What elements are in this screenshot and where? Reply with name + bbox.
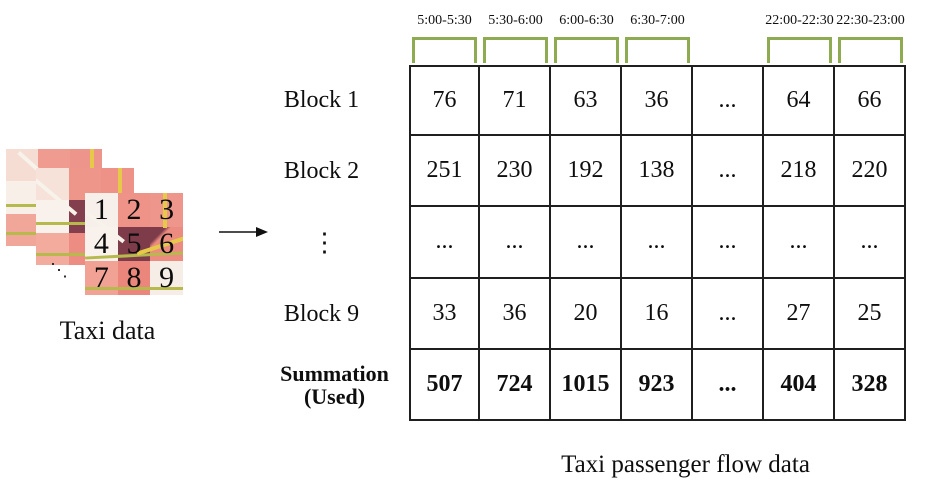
table-cell: 724: [480, 349, 551, 421]
time-header-2: 5:30-6:00: [488, 13, 543, 28]
column-bracket: [764, 37, 835, 64]
stack-ellipsis: ⋱: [50, 260, 69, 280]
table-cell: 33: [409, 278, 480, 350]
table-cell: 1015: [551, 349, 622, 421]
table-cell: 36: [622, 65, 693, 137]
column-bracket: [622, 37, 693, 64]
column-bracket: [409, 37, 480, 64]
table-cell: 230: [480, 136, 551, 208]
table-cell: ...: [693, 65, 764, 137]
time-header-1: 5:00-5:30: [417, 13, 472, 28]
table-cell: 63: [551, 65, 622, 137]
block-number: 9: [159, 261, 175, 294]
map-tile: [36, 232, 69, 265]
time-header-7: 22:30-23:00: [836, 13, 905, 28]
row-label-ellipsis: ⋮: [311, 227, 338, 257]
table-cell: 66: [835, 65, 906, 137]
table-cell: 27: [764, 278, 835, 350]
table-cell: 923: [622, 349, 693, 421]
time-header-row: 5:00-5:30 5:30-6:00 6:00-6:30 6:30-7:00 …: [409, 10, 906, 32]
block-number: 7: [93, 261, 109, 294]
taxi-data-caption: Taxi data: [59, 316, 156, 345]
map-road-line: [90, 149, 95, 171]
time-header-5: [693, 10, 764, 32]
table-cell: ...: [551, 207, 622, 279]
map-road-line: [163, 193, 168, 228]
block-number: 4: [93, 227, 109, 260]
column-bracket: [480, 37, 551, 64]
block-number: 3: [159, 193, 175, 226]
row-label-block-2: Block 2: [283, 158, 360, 185]
block-number: 6: [159, 227, 175, 260]
table-cell: ...: [764, 207, 835, 279]
table-cell: 36: [480, 278, 551, 350]
time-header-4: 6:30-7:00: [630, 13, 685, 28]
table-cell: ...: [835, 207, 906, 279]
row-label-block-1: Block 1: [283, 87, 360, 114]
table-cell: 16: [622, 278, 693, 350]
block-number: 8: [126, 261, 142, 294]
table-cell: 20: [551, 278, 622, 350]
table-cell: 64: [764, 65, 835, 137]
table-cell: 404: [764, 349, 835, 421]
map-tile: [6, 181, 38, 214]
map-road-line: [85, 286, 183, 290]
table-caption: Taxi passenger flow data: [561, 451, 810, 478]
row-label-block-9: Block 9: [283, 300, 360, 327]
time-header-6: 22:00-22:30: [765, 13, 834, 28]
map-tile: [117, 193, 151, 227]
table-cell: ...: [693, 349, 764, 421]
time-header-3: 6:00-6:30: [559, 13, 614, 28]
flow-table: Block 1 76 71 63 36 ... 64 66 Block 2 25…: [264, 65, 906, 421]
table-cell: ...: [693, 278, 764, 350]
map-layer-front: 1 2 3 4 5 6 7 8 9: [85, 193, 183, 295]
table-cell: 251: [409, 136, 480, 208]
table-cell: ...: [480, 207, 551, 279]
table-cell: 220: [835, 136, 906, 208]
map-tile: [6, 213, 38, 246]
table-cell: ...: [622, 207, 693, 279]
table-cell: 328: [835, 349, 906, 421]
bracket-row: [409, 37, 906, 64]
block-number: 5: [126, 227, 142, 260]
table-cell: ...: [693, 207, 764, 279]
table-cell: 25: [835, 278, 906, 350]
table-cell: ...: [409, 207, 480, 279]
map-road-line: [118, 168, 123, 203]
table-cell: 76: [409, 65, 480, 137]
table-cell: ...: [693, 136, 764, 208]
table-cell: 71: [480, 65, 551, 137]
table-cell: 192: [551, 136, 622, 208]
table-cell: 507: [409, 349, 480, 421]
block-number: 2: [126, 193, 142, 226]
right-arrow-icon: [219, 227, 268, 237]
column-bracket: [835, 37, 906, 64]
row-label-summation: Summation (Used): [280, 360, 389, 410]
block-number: 1: [93, 193, 109, 226]
table-cell: 218: [764, 136, 835, 208]
block-number-grid: 1 2 3 4 5 6 7 8 9: [85, 193, 183, 295]
column-bracket-hidden: [693, 37, 764, 64]
table-cell: 138: [622, 136, 693, 208]
column-bracket: [551, 37, 622, 64]
